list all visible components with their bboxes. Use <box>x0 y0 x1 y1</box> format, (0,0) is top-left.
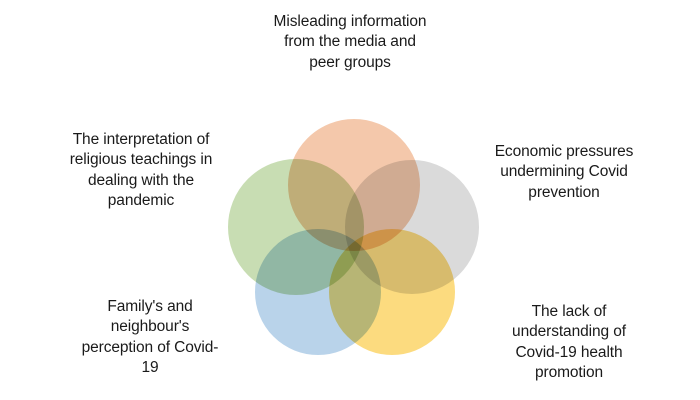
venn-label-religious-teachings: The interpretation of religious teaching… <box>69 131 213 210</box>
venn-circle-lack-of-understanding[interactable] <box>327 227 457 357</box>
venn-label-lack-of-understanding: The lack of understanding of Covid-19 he… <box>512 303 626 382</box>
venn-label-misleading-information: Misleading information from the media an… <box>273 13 427 71</box>
venn-label-family-neighbour-perception: Family's and neighbour's perception of C… <box>81 298 219 377</box>
venn-label-economic-pressures: Economic pressures undermining Covid pre… <box>494 143 634 201</box>
venn-circle-group <box>226 117 481 357</box>
